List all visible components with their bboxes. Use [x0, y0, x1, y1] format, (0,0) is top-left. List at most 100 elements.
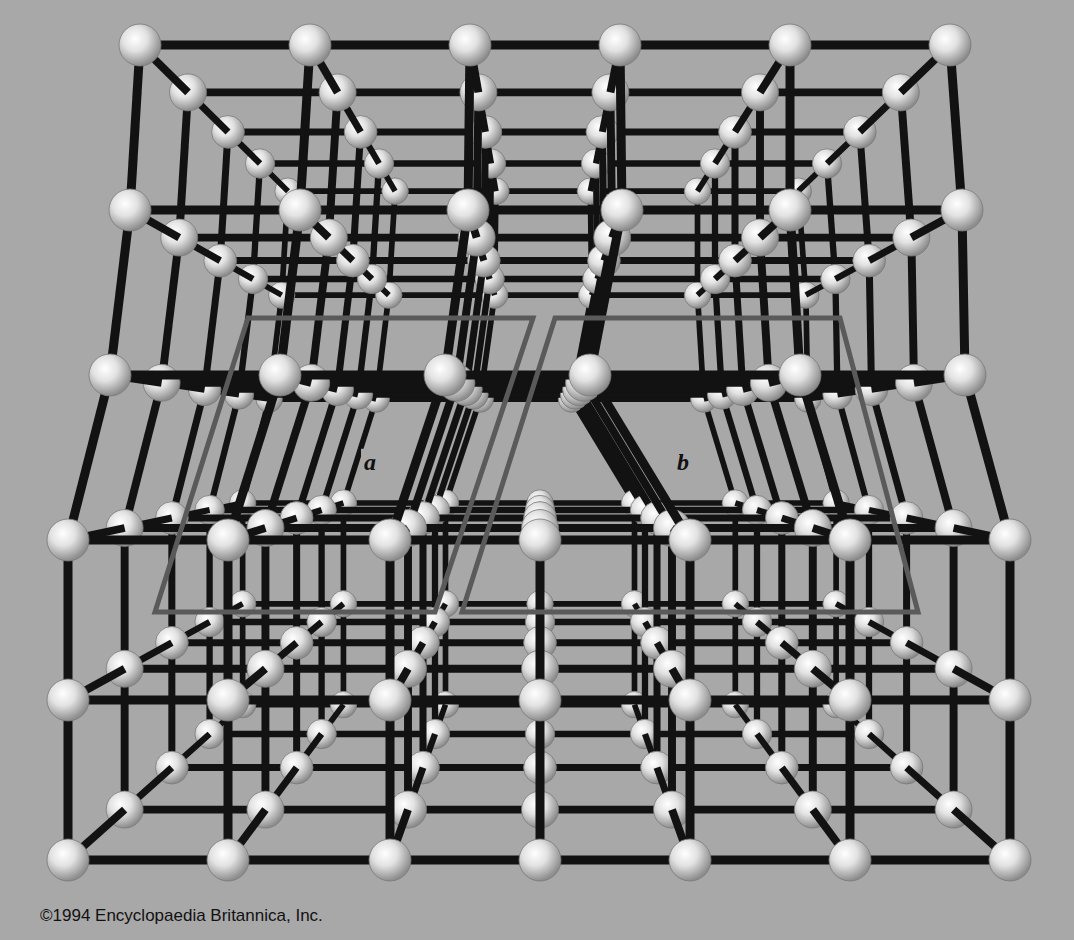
lattice-bond — [620, 45, 622, 210]
lattice-atom — [369, 839, 411, 881]
lattice-bond — [243, 601, 344, 607]
lattice-bond — [540, 639, 657, 646]
lattice-bond — [800, 375, 850, 540]
lattice-bond — [756, 92, 764, 237]
lattice-atom — [989, 679, 1031, 721]
lattice-bond — [478, 88, 610, 96]
lattice-bond — [125, 665, 266, 673]
lattice-bond — [786, 45, 795, 210]
lattice-bond — [172, 639, 297, 646]
lattice-bond — [850, 696, 1010, 705]
lattice-atom — [447, 189, 489, 231]
copyright-note: ©1994 Encyclopaedia Britannica, Inc. — [40, 906, 323, 926]
lattice-bond — [228, 375, 280, 540]
lattice-bond — [690, 856, 850, 865]
lattice-atom — [449, 24, 491, 66]
lattice-bond — [735, 257, 869, 264]
lattice-bond — [846, 700, 855, 860]
lattice-atom — [369, 519, 411, 561]
lattice-bond — [536, 540, 545, 700]
lattice-bond — [491, 160, 596, 166]
lattice-bond — [110, 371, 280, 380]
lattice-bond — [68, 375, 110, 540]
lattice-bond — [224, 700, 233, 860]
lattice-bond — [846, 540, 855, 700]
lattice-bond — [735, 601, 836, 607]
lattice-bond — [590, 210, 622, 375]
lattice-atom — [519, 519, 561, 561]
lattice-atom — [769, 189, 811, 231]
lattice-bond — [540, 601, 635, 607]
lattice-atom — [779, 354, 821, 396]
lattice-bond — [68, 856, 228, 865]
region-letter: a — [361, 449, 379, 475]
lattice-bond — [386, 540, 395, 700]
lattice-layer — [47, 24, 1031, 881]
lattice-bond — [261, 528, 269, 669]
lattice-bond — [121, 669, 129, 810]
lattice-bond — [300, 45, 310, 210]
lattice-bond — [813, 665, 954, 673]
lattice-bond — [866, 622, 872, 734]
lattice-bond — [338, 88, 479, 96]
lattice-atom — [829, 679, 871, 721]
lattice-bond — [809, 528, 817, 669]
lattice-bond — [390, 696, 540, 705]
lattice-bond — [490, 276, 598, 282]
lattice-bond — [329, 92, 338, 237]
lattice-bond — [140, 41, 310, 50]
lattice-bond — [809, 669, 817, 810]
lattice-bond — [579, 389, 657, 518]
lattice-bond — [590, 371, 800, 380]
lattice-bond — [850, 856, 1010, 865]
lattice-bond — [310, 41, 470, 50]
lattice-bond — [962, 210, 965, 375]
lattice-atom — [289, 24, 331, 66]
lattice-bond — [850, 536, 1010, 545]
lattice-atom — [47, 519, 89, 561]
lattice-bond — [64, 540, 73, 700]
lattice-bond — [584, 379, 769, 387]
lattice-bond — [536, 700, 545, 860]
lattice-bond — [468, 206, 622, 215]
lattice-atom — [89, 354, 131, 396]
lattice-bond — [540, 536, 690, 545]
lattice-bond — [485, 128, 602, 135]
lattice-bond — [390, 375, 445, 540]
lattice-bond — [456, 379, 584, 387]
lattice-bond — [690, 696, 850, 705]
lattice-bond — [540, 507, 645, 513]
lattice-bond — [318, 622, 324, 734]
lattice-bond — [224, 540, 233, 700]
lattice-bond — [950, 669, 958, 810]
lattice-layer — [106, 74, 972, 828]
lattice-bond — [540, 731, 645, 737]
lattice-bond — [597, 276, 715, 282]
lattice-bond — [386, 700, 395, 860]
lattice-bond — [172, 764, 297, 771]
lattice-atom — [601, 189, 643, 231]
lattice-bond — [435, 507, 540, 513]
lattice-bond — [612, 234, 760, 242]
lattice-bond — [540, 514, 657, 521]
lattice-atom — [669, 839, 711, 881]
lattice-bond — [130, 206, 300, 215]
lattice-bond — [645, 619, 757, 625]
lattice-bond — [760, 88, 901, 96]
lattice-bond — [477, 234, 613, 242]
lattice-atom — [989, 519, 1031, 561]
lattice-bond — [1006, 700, 1015, 860]
lattice-atom — [769, 24, 811, 66]
lattice-bond — [125, 383, 162, 528]
lattice-bond — [754, 622, 760, 734]
lattice-bond — [778, 643, 785, 768]
lattice-bond — [965, 375, 1010, 540]
lattice-bond — [495, 292, 592, 298]
lattice-bond — [604, 257, 735, 264]
lattice-bond — [110, 210, 130, 375]
lattice-atom — [424, 354, 466, 396]
lattice-bond — [206, 622, 212, 734]
lattice-bond — [423, 639, 540, 646]
lattice-bond — [1006, 540, 1015, 700]
